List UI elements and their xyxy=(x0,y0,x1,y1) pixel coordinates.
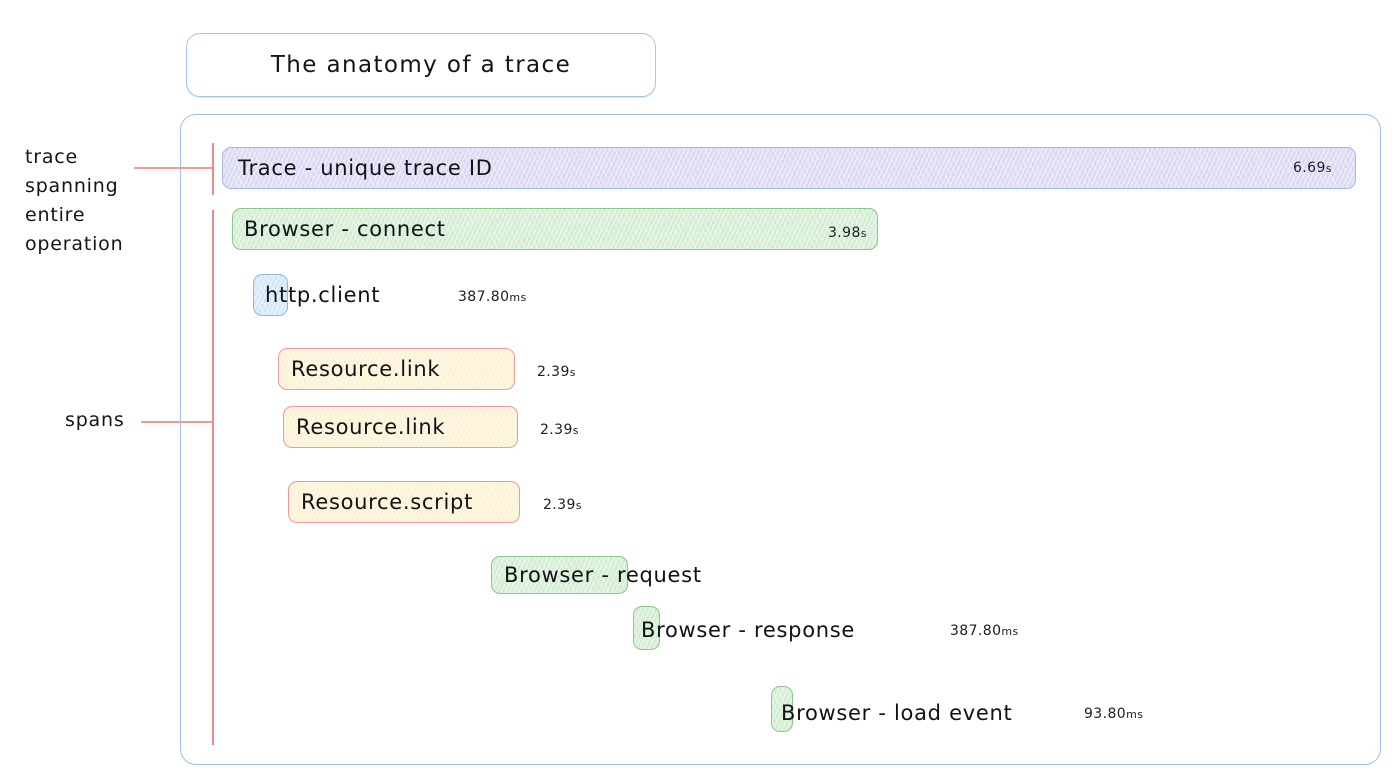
resource-link-2-duration: 2.39s xyxy=(540,422,579,438)
trace-bar-duration-unit: s xyxy=(1325,162,1332,175)
title-box: The anatomy of a trace xyxy=(186,33,656,97)
trace-container-frame xyxy=(180,114,1381,765)
browser-response-duration-value: 387.80 xyxy=(950,623,1002,639)
http-client-bar[interactable] xyxy=(253,274,288,316)
browser-response-duration-unit: ms xyxy=(1001,625,1019,638)
browser-response-duration: 387.80ms xyxy=(950,623,1019,639)
resource-link-2-label: Resource.link xyxy=(296,415,446,439)
trace-bar-label: Trace - unique trace ID xyxy=(238,156,493,180)
browser-connect-bar-duration: 3.98s xyxy=(828,225,867,241)
trace-leader-line xyxy=(134,167,214,169)
trace-annotation-line-4: operation xyxy=(25,233,124,255)
trace-annotation-line-1: trace xyxy=(25,146,79,168)
resource-link-2-duration-value: 2.39 xyxy=(540,422,573,438)
http-client-duration-value: 387.80 xyxy=(458,289,510,305)
resource-script-bar[interactable] xyxy=(288,481,520,523)
http-client-bar-duration: 387.80ms xyxy=(458,289,527,305)
spans-bracket xyxy=(212,210,214,745)
browser-load-event-bar[interactable] xyxy=(771,686,793,732)
browser-load-event-duration-value: 93.80 xyxy=(1084,706,1127,722)
resource-link-2-duration-unit: s xyxy=(572,424,579,437)
page-title: The anatomy of a trace xyxy=(270,52,572,78)
trace-bar[interactable] xyxy=(222,147,1356,189)
browser-load-event-label: Browser - load event xyxy=(781,701,1013,725)
http-client-duration-unit: ms xyxy=(509,291,527,304)
spans-annotation-line-1: spans xyxy=(65,409,125,431)
resource-link-1-duration: 2.39s xyxy=(537,364,576,380)
resource-link-1-duration-value: 2.39 xyxy=(537,364,570,380)
browser-connect-duration-value: 3.98 xyxy=(828,225,861,241)
browser-load-event-duration: 93.80ms xyxy=(1084,706,1143,722)
browser-connect-duration-unit: s xyxy=(860,227,867,240)
resource-link-1-label: Resource.link xyxy=(291,357,441,381)
trace-annotation-line-3: entire xyxy=(25,204,86,226)
spans-annotation: spans xyxy=(65,406,125,435)
browser-response-bar[interactable] xyxy=(633,606,660,650)
resource-link-1-duration-unit: s xyxy=(569,366,576,379)
resource-script-duration-unit: s xyxy=(575,499,582,512)
resource-script-duration: 2.39s xyxy=(543,497,582,513)
trace-annotation-line-2: spanning xyxy=(25,175,119,197)
browser-load-event-duration-unit: ms xyxy=(1126,708,1144,721)
spans-leader-line xyxy=(141,421,213,423)
browser-response-label: Browser - response xyxy=(641,618,856,642)
resource-script-duration-value: 2.39 xyxy=(543,497,576,513)
resource-script-label: Resource.script xyxy=(301,490,473,514)
browser-request-bar[interactable] xyxy=(491,556,628,594)
resource-link-bar-1[interactable] xyxy=(278,348,515,390)
browser-connect-bar-label: Browser - connect xyxy=(244,217,446,241)
http-client-bar-label: http.client xyxy=(265,283,381,307)
trace-annotation: trace spanning entire operation xyxy=(25,143,123,259)
resource-link-bar-2[interactable] xyxy=(283,406,518,448)
browser-request-label: Browser - request xyxy=(504,563,702,587)
trace-bar-duration: 6.69s xyxy=(1293,160,1332,176)
browser-connect-bar[interactable] xyxy=(232,208,878,250)
trace-bracket xyxy=(212,143,214,195)
trace-bar-duration-value: 6.69 xyxy=(1293,160,1326,176)
